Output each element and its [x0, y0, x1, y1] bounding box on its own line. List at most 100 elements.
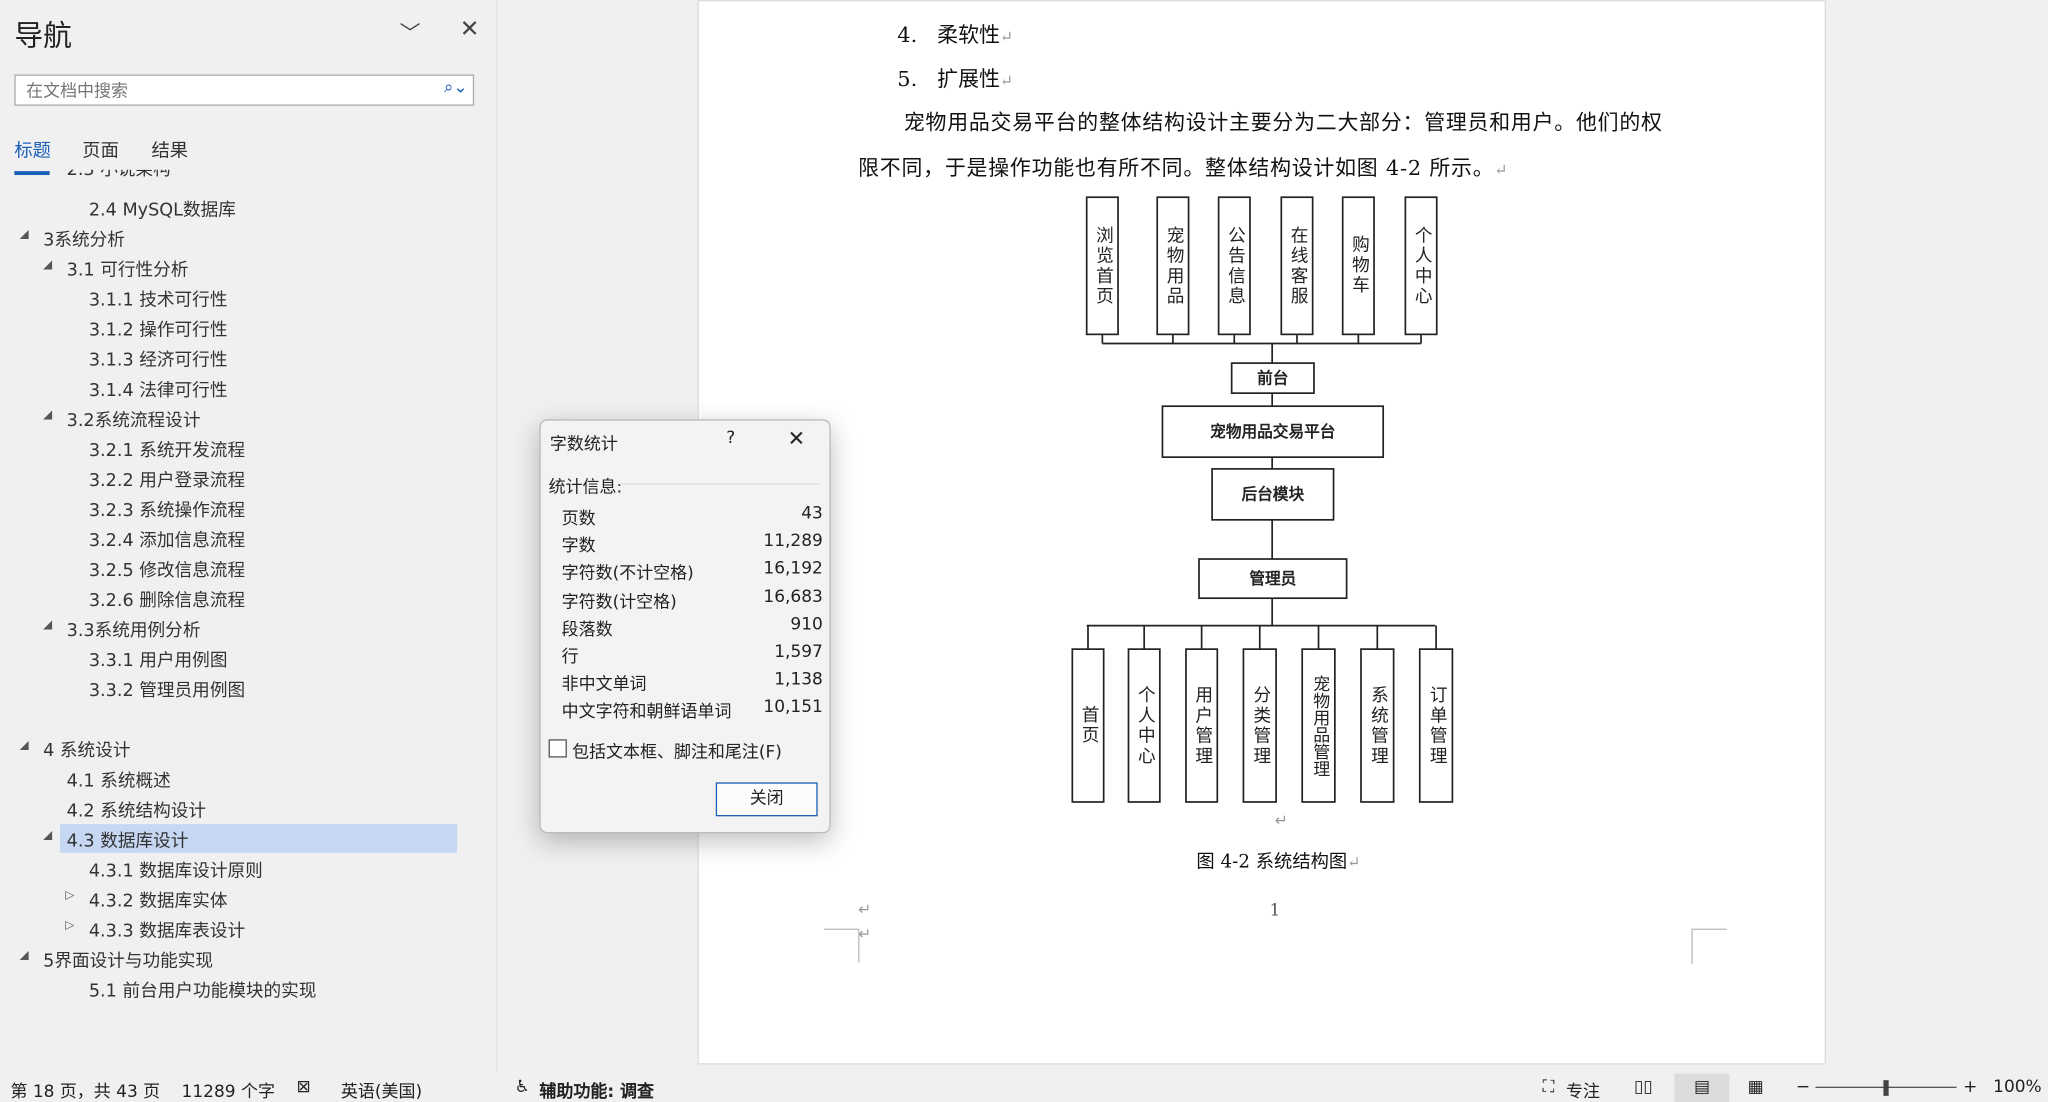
heading-item[interactable]: 4.1 系统概述	[66, 770, 171, 792]
proofing-icon[interactable]: ⊠	[296, 1077, 311, 1098]
heading-item[interactable]: 3.1 可行性分析	[66, 259, 189, 281]
heading-item[interactable]: 4.3.1 数据库设计原则	[88, 860, 263, 882]
help-button[interactable]: ?	[726, 428, 736, 448]
heading-item[interactable]: 4.2 系统结构设计	[66, 800, 207, 822]
zoom-level[interactable]: 100%	[1993, 1077, 2042, 1098]
collapse-triangle-icon[interactable]: ◢	[19, 949, 29, 963]
collapse-triangle-icon[interactable]: ◢	[19, 228, 29, 242]
heading-item[interactable]: 3.2.6 删除信息流程	[88, 590, 246, 612]
expand-triangle-icon[interactable]: ▷	[65, 919, 75, 933]
heading-item[interactable]: 3.1.4 法律可行性	[88, 380, 228, 401]
status-bar: 第 18 页，共 43 页 11289 个字 ⊠ 英语(美国) ♿ 辅助功能: …	[0, 1073, 2048, 1102]
diagram-box	[1341, 196, 1375, 336]
diagram-box	[1071, 648, 1105, 803]
list-text: 柔软性	[937, 22, 1000, 48]
paragraph-text: 限不同，于是操作功能也有所不同。整体结构设计如图 4-2 所示。	[858, 155, 1495, 181]
heading-item[interactable]: 5界面设计与功能实现	[43, 950, 214, 972]
checkbox-label[interactable]: 包括文本框、脚注和尾注(F)	[572, 743, 782, 763]
figure-caption: 图 4-2 系统结构图↵	[1196, 851, 1361, 873]
collapse-triangle-icon[interactable]: ◢	[43, 258, 53, 272]
heading-item[interactable]: 3.2.3 系统操作流程	[88, 500, 246, 522]
stat-row: 段落数 910	[562, 615, 823, 642]
heading-item[interactable]: 3.3系统用例分析	[66, 620, 201, 642]
nav-options-chevron-icon[interactable]: ﹀	[399, 20, 421, 46]
list-item-5: 5. 扩展性↵	[897, 66, 1014, 92]
diagram-box-label: 管理员	[1249, 569, 1296, 588]
search-icon[interactable]: ⌕⌄	[443, 78, 468, 98]
diagram-box	[1404, 196, 1438, 336]
close-button[interactable]: 关闭	[715, 782, 818, 817]
heading-item[interactable]: 4 系统设计	[43, 740, 131, 762]
heading-item[interactable]: 4.3.3 数据库表设计	[88, 920, 246, 942]
dialog-title: 字数统计	[549, 434, 618, 455]
page-number: 1	[1269, 901, 1281, 921]
tab-headings[interactable]: 标题	[14, 141, 51, 162]
heading-item[interactable]: 2.4 MySQL数据库	[88, 199, 236, 221]
paragraph-mark: ↵	[1274, 811, 1288, 830]
include-textboxes-checkbox[interactable]	[548, 739, 567, 758]
zoom-out-button[interactable]: −	[1795, 1077, 1811, 1098]
collapse-triangle-icon[interactable]: ◢	[19, 739, 29, 753]
diagram-box	[1085, 196, 1119, 336]
heading-item[interactable]: 3.2.1 系统开发流程	[88, 440, 246, 462]
heading-item[interactable]: 3.3.1 用户用例图	[88, 650, 228, 672]
diagram-box	[1280, 196, 1314, 336]
heading-item[interactable]: 3系统分析	[43, 229, 125, 251]
zoom-slider-thumb[interactable]	[1883, 1080, 1889, 1096]
stat-label: 字符数(计空格)	[561, 592, 677, 613]
stat-label: 字符数(不计空格)	[561, 564, 694, 585]
tab-pages[interactable]: 页面	[82, 141, 119, 162]
diagram-box	[1127, 648, 1161, 803]
stat-row: 字符数(不计空格)16,192	[562, 560, 823, 587]
word-count[interactable]: 11289 个字	[181, 1082, 275, 1102]
heading-item[interactable]: 3.2系统流程设计	[66, 410, 201, 432]
stat-value: 910	[790, 614, 823, 635]
accessibility-icon[interactable]: ♿	[514, 1077, 530, 1098]
diagram-box	[1211, 468, 1335, 521]
diagram-box	[1198, 558, 1348, 600]
paragraph-line-1: 宠物用品交易平台的整体结构设计主要分为二大部分：管理员和用户。他们的权	[903, 109, 1663, 135]
collapse-triangle-icon[interactable]: ◢	[43, 829, 53, 843]
heading-item[interactable]: 5.1 前台用户功能模块的实现	[88, 980, 317, 1002]
read-mode-icon[interactable]: ▯▯	[1633, 1077, 1653, 1098]
heading-item[interactable]: 4.3 数据库设计	[66, 830, 189, 852]
focus-icon[interactable]: ⛶	[1542, 1077, 1555, 1098]
stat-value: 1,597	[774, 642, 823, 663]
language[interactable]: 英语(美国)	[340, 1082, 423, 1102]
heading-item[interactable]: 2.3 小说架构	[66, 169, 171, 181]
heading-item[interactable]: 3.2.2 用户登录流程	[88, 470, 246, 492]
nav-search-box[interactable]: ⌕⌄	[14, 74, 475, 106]
web-layout-icon[interactable]: ▦	[1747, 1077, 1764, 1098]
stat-label: 中文字符和朝鲜语单词	[561, 703, 732, 723]
heading-item[interactable]: 3.3.2 管理员用例图	[88, 680, 246, 702]
diagram-box	[1418, 648, 1454, 803]
heading-item[interactable]: 3.2.4 添加信息流程	[88, 530, 246, 552]
heading-item[interactable]: 3.1.2 操作可行性	[88, 319, 228, 341]
stat-label: 段落数	[561, 620, 613, 640]
collapse-triangle-icon[interactable]: ◢	[43, 619, 53, 633]
print-layout-button[interactable]: ▤	[1674, 1073, 1730, 1102]
stat-value: 1,138	[774, 670, 823, 690]
tab-results[interactable]: 结果	[151, 141, 189, 162]
heading-item[interactable]: 3.2.5 修改信息流程	[88, 560, 246, 582]
focus-button[interactable]: 专注	[1566, 1082, 1601, 1102]
diagram-box-label: 后台模块	[1242, 485, 1305, 504]
accessibility-status[interactable]: 辅助功能: 调查	[539, 1082, 655, 1102]
document-page[interactable]: 4. 柔软性↵ 5. 扩展性↵ 宠物用品交易平台的整体结构设计主要分为二大部分：…	[697, 0, 1826, 1065]
heading-item[interactable]: 3.1.3 经济可行性	[88, 350, 228, 371]
dialog-close-icon[interactable]: ✕	[787, 425, 806, 451]
nav-search-input[interactable]	[23, 77, 421, 106]
heading-item[interactable]: 3.1.1 技术可行性	[88, 289, 228, 311]
expand-triangle-icon[interactable]: ▷	[65, 889, 75, 903]
heading-item[interactable]: 4.3.2 数据库实体	[88, 890, 228, 912]
stat-value: 43	[801, 504, 823, 524]
nav-close-icon[interactable]: ✕	[459, 15, 480, 44]
diagram-box	[1242, 648, 1277, 803]
page-count[interactable]: 第 18 页，共 43 页	[10, 1082, 161, 1102]
collapse-triangle-icon[interactable]: ◢	[43, 408, 53, 422]
zoom-in-button[interactable]: +	[1963, 1077, 1978, 1098]
heading-tree[interactable]: 2.3 小说架构 2.4 MySQL数据库 3系统分析 ◢ 3.1 可行性分析 ◢ 3.1.…	[0, 170, 496, 1058]
